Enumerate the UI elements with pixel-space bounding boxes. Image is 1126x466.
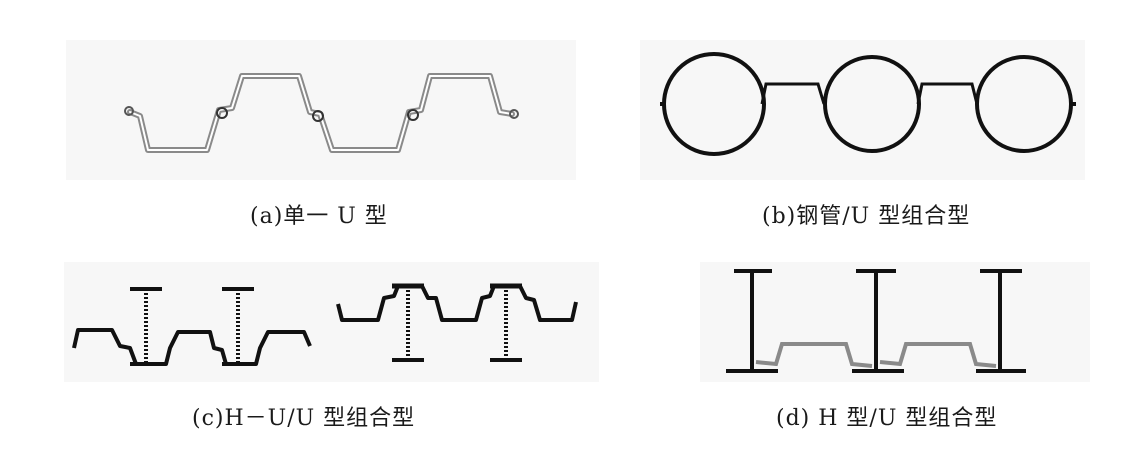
h-pile — [976, 269, 1026, 373]
diagram-hu-u-combination — [72, 283, 578, 366]
interlock-knot — [509, 109, 519, 119]
u-connector — [916, 82, 979, 105]
h-pile — [490, 283, 522, 362]
h-pile — [222, 287, 254, 366]
interlock-knot — [124, 106, 134, 116]
u-sheet-profile — [72, 328, 312, 366]
u-sheet-profile — [124, 73, 519, 153]
caption-b: (b)钢管/U 型组合型 — [762, 204, 971, 229]
steel-pipe — [975, 55, 1073, 153]
h-pile — [852, 269, 904, 373]
caption-a: (a)单一 U 型 — [250, 204, 388, 229]
caption-d: (d) H 型/U 型组合型 — [776, 406, 998, 431]
h-pile — [392, 283, 424, 362]
steel-pipe — [662, 52, 766, 156]
u-connector — [760, 82, 826, 105]
u-sheet-profile — [879, 342, 997, 368]
interlock-knot — [312, 110, 324, 122]
panel-a-background — [66, 40, 576, 180]
panel-b-background — [640, 40, 1085, 180]
steel-pipe — [823, 55, 921, 153]
interlock-knot — [216, 107, 228, 119]
u-sheet-profile — [336, 284, 578, 322]
interlock-knot — [407, 109, 419, 121]
h-pile — [130, 287, 162, 366]
diagram-h-u-combination — [726, 269, 1026, 373]
diagram-pipe-u-combination — [660, 52, 1076, 156]
caption-c: (c)H－U/U 型组合型 — [192, 406, 416, 431]
u-sheet-profile — [755, 342, 873, 368]
h-pile — [726, 269, 778, 373]
